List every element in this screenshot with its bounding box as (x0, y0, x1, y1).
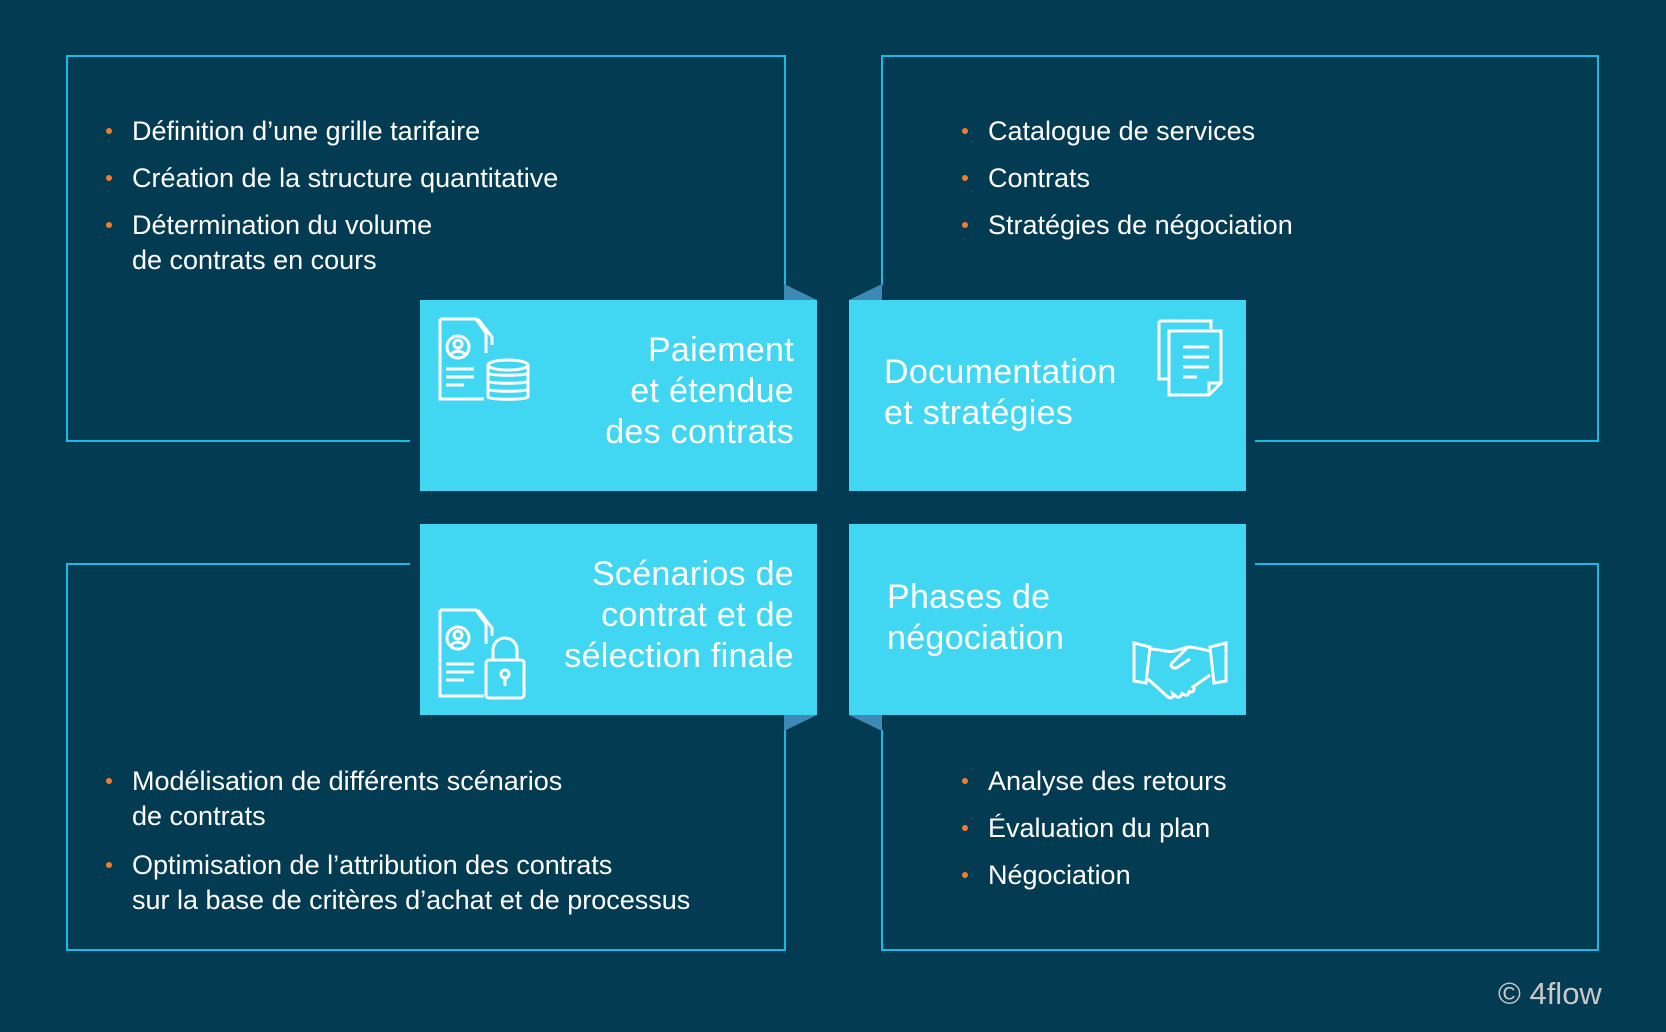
corner-triangle (784, 715, 817, 731)
tile-title-line: des contrats (605, 413, 794, 451)
tile-negotiation: Phases de négociation (849, 524, 1246, 715)
bullet-list-scenarios: Modélisation de différents scénarios de c… (106, 764, 690, 930)
bullet-list-negotiation: Analyse des retours Évaluation du plan N… (962, 764, 1227, 905)
tile-title-line: Scénarios de (591, 555, 794, 593)
corner-triangle (784, 284, 817, 300)
copyright: © 4flow (1498, 976, 1602, 1011)
tile-scenarios: Scénarios de contrat et de sélection fin… (420, 524, 817, 715)
list-item-text: Création de la structure quantitative (132, 163, 559, 193)
list-item: Création de la structure quantitative (106, 161, 558, 196)
list-item: Détermination du volume de contrats en co… (106, 208, 558, 278)
tile-title: Paiement et étendue des contrats (605, 330, 794, 453)
tile-title-line: sélection finale (564, 637, 794, 675)
list-item: Optimisation de l’attribution des contra… (106, 848, 690, 918)
tile-title: Scénarios de contrat et de sélection fin… (564, 554, 794, 677)
list-item: Catalogue de services (962, 114, 1293, 149)
tile-title-line: Phases de (887, 578, 1051, 616)
list-item-text: Optimisation de l’attribution des contra… (132, 850, 613, 880)
list-item-text: Définition d’une grille tarifaire (132, 116, 481, 146)
list-item-text: Analyse des retours (988, 766, 1227, 796)
list-item-text: Contrats (988, 163, 1091, 193)
list-item: Stratégies de négociation (962, 208, 1293, 243)
list-item: Négociation (962, 858, 1227, 893)
tile-title-line: et étendue (630, 372, 794, 410)
list-item: Modélisation de différents scénarios de c… (106, 764, 690, 834)
bullet-list-payment: Définition d’une grille tarifaire Créati… (106, 114, 558, 290)
list-item: Définition d’une grille tarifaire (106, 114, 558, 149)
list-item-text: de contrats (132, 801, 266, 831)
contract-coins-icon (438, 317, 530, 401)
list-item: Évaluation du plan (962, 811, 1227, 846)
list-item-text: de contrats en cours (132, 245, 377, 275)
list-item-text: Évaluation du plan (988, 813, 1211, 843)
list-item-text: Stratégies de négociation (988, 210, 1293, 240)
corner-triangle (849, 284, 882, 300)
tile-title-line: et stratégies (884, 394, 1074, 432)
tile-title-line: contrat et de (601, 596, 794, 634)
handshake-icon (1132, 641, 1228, 700)
list-item-text: Détermination du volume (132, 210, 433, 240)
tile-title-line: Paiement (647, 331, 794, 369)
tile-title-line: Documentation (884, 353, 1117, 391)
tile-title: Phases de négociation (887, 577, 1064, 659)
tile-documentation: Documentation et stratégies (849, 300, 1246, 491)
bullet-list-documentation: Catalogue de services Contrats Stratégie… (962, 114, 1293, 255)
list-item-text: Catalogue de services (988, 116, 1256, 146)
list-item-text: sur la base de critères d’achat et de pr… (132, 885, 691, 915)
corner-triangle (849, 715, 882, 731)
list-item-text: Modélisation de différents scénarios (132, 766, 563, 796)
list-item-text: Négociation (988, 860, 1131, 890)
tile-title: Documentation et stratégies (884, 352, 1117, 434)
list-item: Analyse des retours (962, 764, 1227, 799)
documents-icon (1157, 319, 1223, 397)
list-item: Contrats (962, 161, 1293, 196)
tile-payment: Paiement et étendue des contrats (420, 300, 817, 491)
contract-lock-icon (438, 608, 526, 700)
tile-title-line: négociation (887, 619, 1065, 657)
